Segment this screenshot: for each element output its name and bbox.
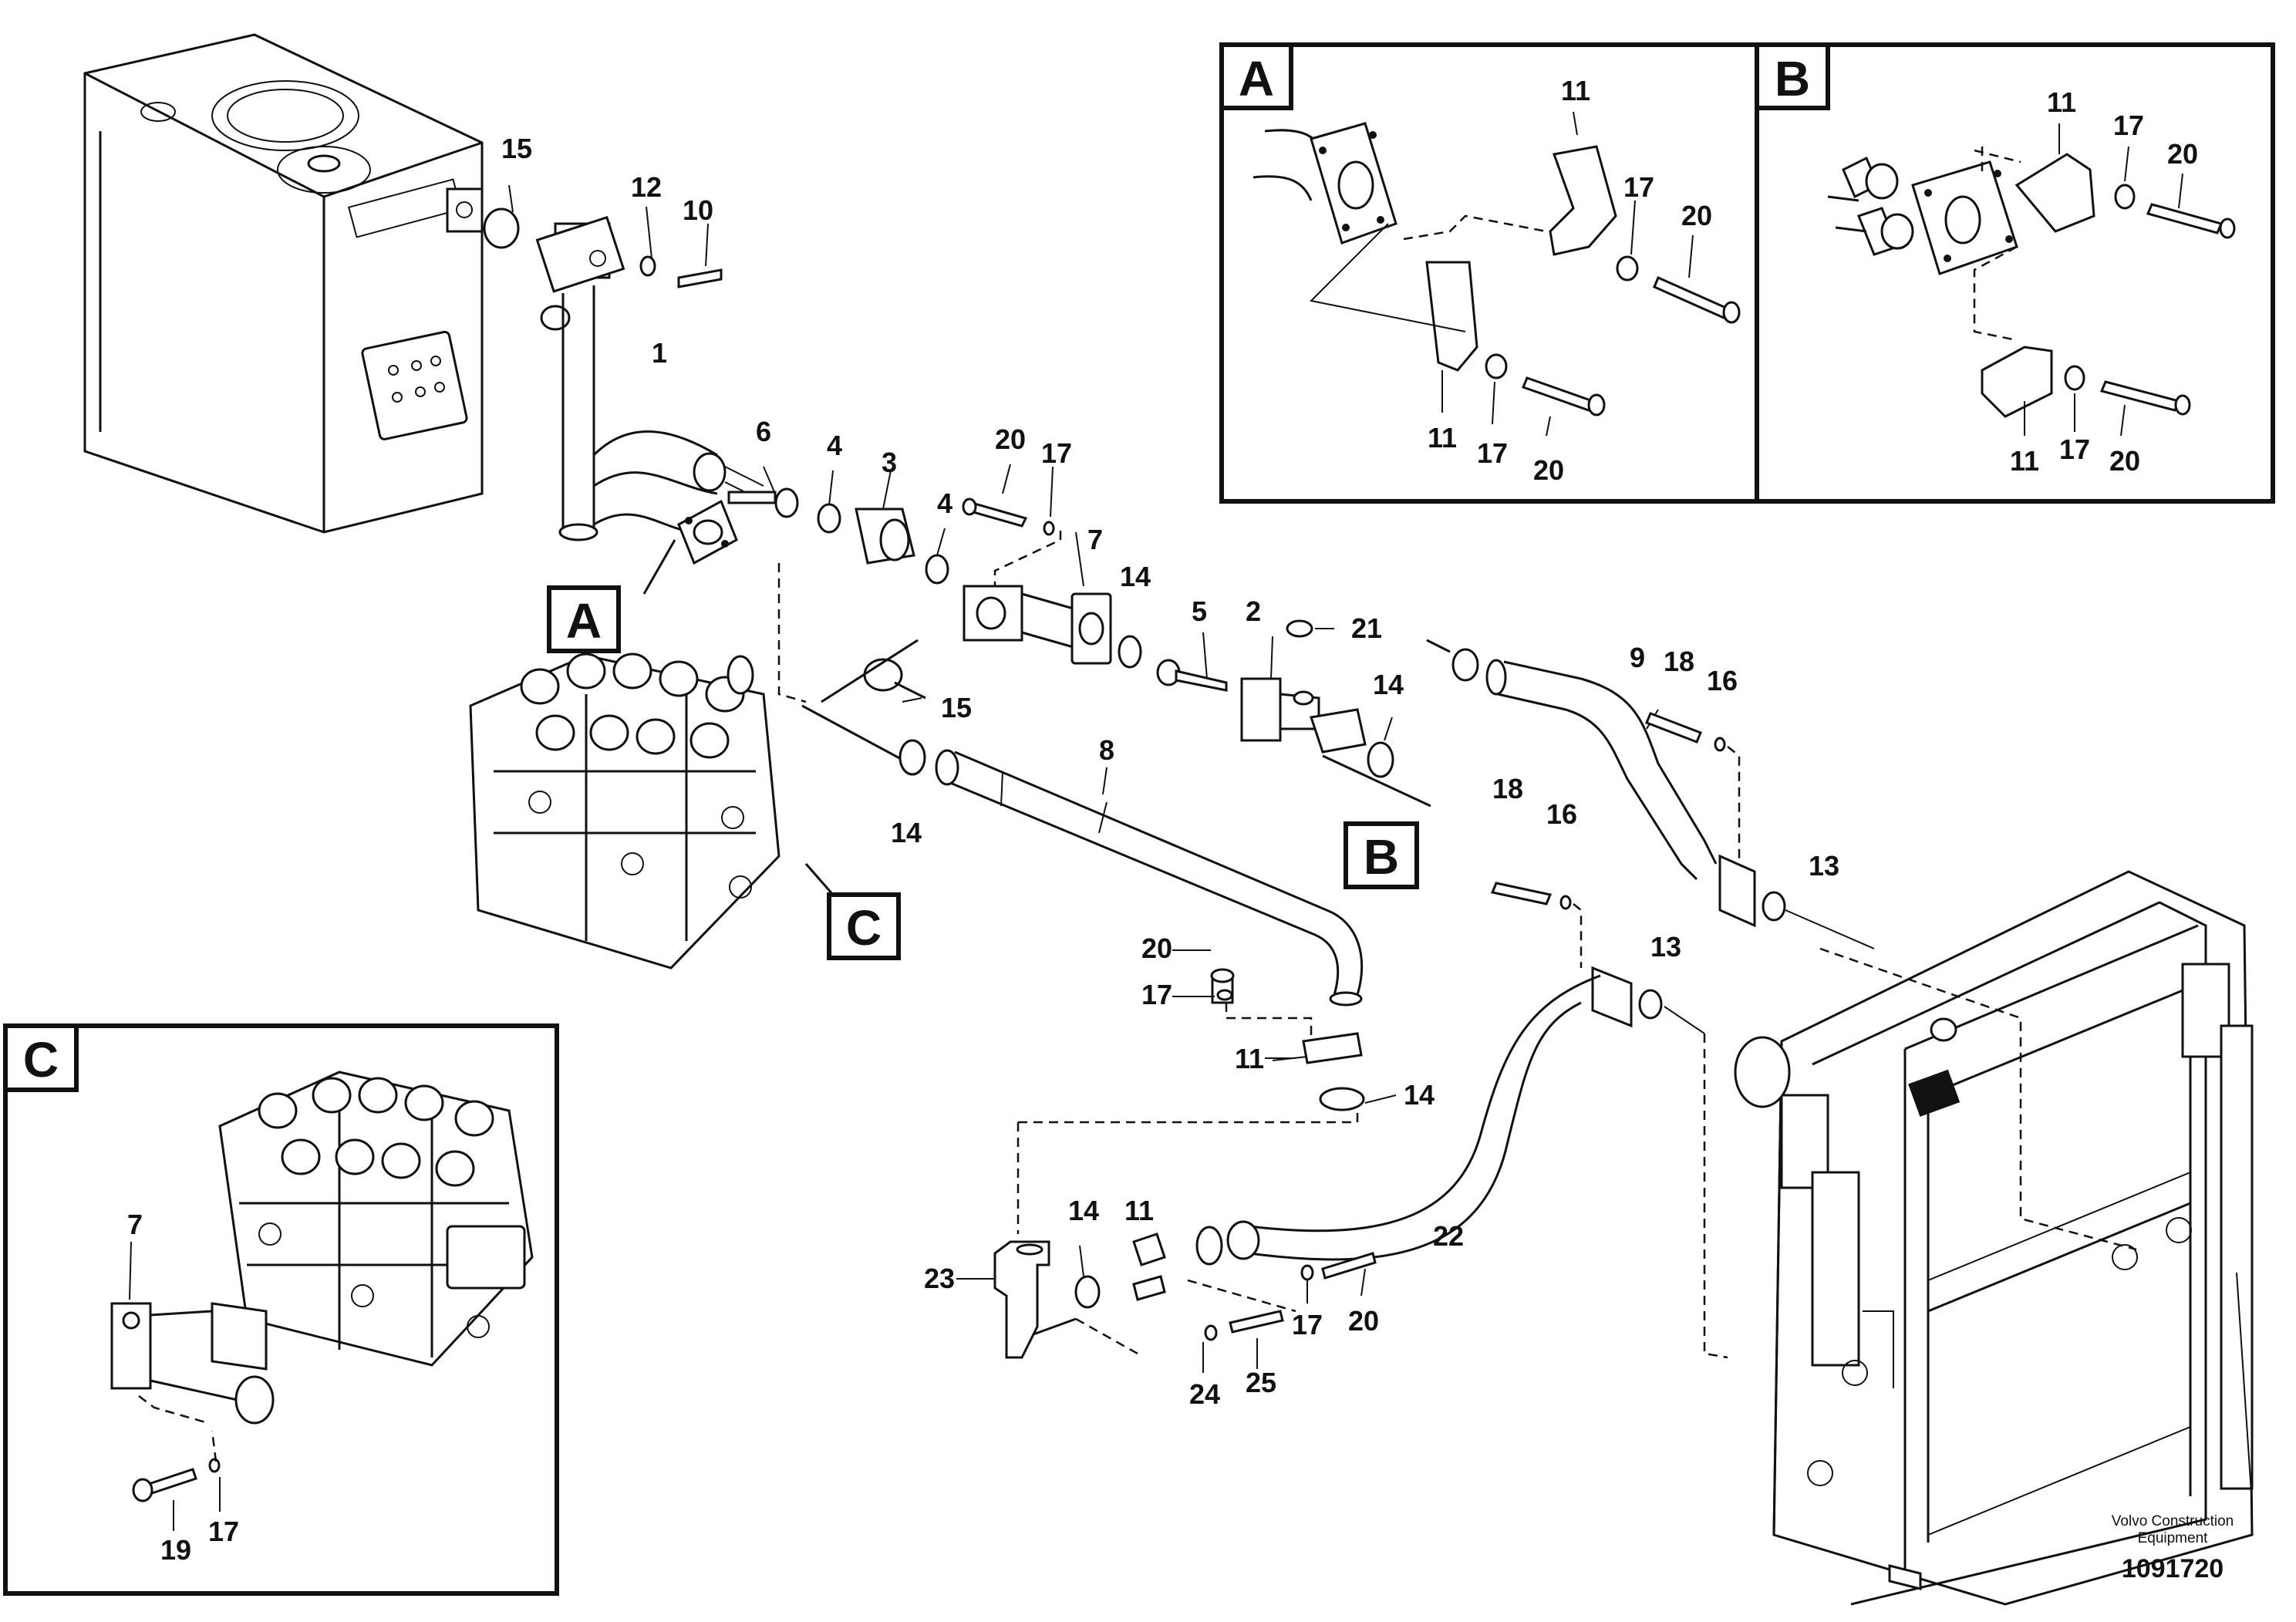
hose-9 <box>1426 639 1875 949</box>
hydraulic-tank <box>83 33 484 534</box>
pipe-assembly-top <box>483 184 764 541</box>
coupling-parts <box>727 466 949 585</box>
callout-14: 14 <box>1120 561 1151 592</box>
bracket-23 <box>993 1111 1377 1373</box>
callout-14: 14 <box>1373 669 1404 700</box>
detail-a: A <box>1219 42 1741 437</box>
reference-number: 1091720 <box>2122 1554 2224 1583</box>
callout-10: 10 <box>683 194 713 226</box>
callout-4: 4 <box>937 487 952 519</box>
callout-16: 16 <box>1546 798 1577 830</box>
callout-20: 20 <box>995 423 1026 455</box>
detail-a-callout-11-bot: 11 <box>1428 422 1457 454</box>
pointer-a-letter: A <box>566 593 602 649</box>
pointer-a: A <box>547 585 621 653</box>
detail-c: C <box>3 1023 559 1596</box>
detail-b-callout-17-top: 17 <box>2113 110 2144 141</box>
callout-20: 20 <box>1141 932 1172 964</box>
middle-components <box>821 619 1431 808</box>
callout-23: 23 <box>924 1263 955 1294</box>
detail-a-callout-20-top: 20 <box>1681 200 1712 231</box>
callout-17: 17 <box>1292 1309 1323 1340</box>
callout-6: 6 <box>756 416 771 447</box>
detail-a-callout-17-top: 17 <box>1623 171 1654 203</box>
detail-c-letter: C <box>23 1032 59 1088</box>
callout-25: 25 <box>1246 1367 1276 1398</box>
detail-a-callout-11-top: 11 <box>1561 75 1590 106</box>
flange-a <box>642 499 738 595</box>
callout-9: 9 <box>1630 642 1645 673</box>
callout-11: 11 <box>1124 1195 1154 1226</box>
detail-b: B <box>1755 42 2236 437</box>
detail-c-callout-7: 7 <box>127 1209 143 1240</box>
detail-b-callouts: 11 17 20 11 17 20 <box>2010 86 2198 477</box>
callout-5: 5 <box>1192 595 1207 627</box>
callout-17: 17 <box>1041 437 1072 469</box>
callout-18: 18 <box>1664 646 1694 677</box>
pointer-b-letter: B <box>1364 829 1399 885</box>
radiator <box>1734 870 2254 1606</box>
callout-24: 24 <box>1189 1378 1220 1410</box>
callout-20: 20 <box>1348 1305 1379 1337</box>
callout-17: 17 <box>1141 979 1172 1010</box>
detail-b-callout-11-top: 11 <box>2047 86 2076 118</box>
pointer-b: B <box>1344 821 1419 889</box>
detail-b-letter: B <box>1775 51 1810 106</box>
callout-11: 11 <box>1235 1043 1264 1074</box>
callout-2: 2 <box>1246 595 1261 627</box>
adapter-7 <box>777 531 1112 703</box>
bolt-20-top <box>962 464 1062 586</box>
detail-c-callout-19: 19 <box>160 1534 191 1566</box>
detail-b-callout-17-bot: 17 <box>2059 433 2090 465</box>
callout-7: 7 <box>1087 524 1103 555</box>
callout-14: 14 <box>1068 1195 1099 1226</box>
control-valve-main <box>469 653 834 969</box>
callout-13: 13 <box>1809 850 1839 882</box>
callout-14: 14 <box>891 817 922 848</box>
detail-c-callouts: 7 19 17 <box>127 1209 239 1566</box>
detail-panel-ab: A B <box>1219 42 2275 504</box>
pipe-8 <box>801 704 1364 1007</box>
clamp-middle <box>1210 968 1397 1111</box>
detail-a-letter: A <box>1239 51 1274 106</box>
company-name-line2: Equipment <box>2138 1530 2209 1546</box>
detail-c-callout-17: 17 <box>208 1516 239 1547</box>
detail-b-callout-11-bot: 11 <box>2010 445 2039 477</box>
callout-18: 18 <box>1492 773 1523 804</box>
callout-8: 8 <box>1099 734 1114 766</box>
callout-15: 15 <box>941 692 972 723</box>
company-name-line1: Volvo Construction <box>2112 1513 2234 1529</box>
detail-b-callout-20-bot: 20 <box>2109 445 2140 477</box>
callout-1: 1 <box>652 337 667 369</box>
pointer-c: C <box>827 892 901 960</box>
hose-22 <box>1195 882 1728 1359</box>
callout-14: 14 <box>1404 1079 1435 1111</box>
callout-16: 16 <box>1707 665 1738 696</box>
callout-labels: 15 12 10 1 6 4 3 4 20 17 7 14 5 2 21 14 … <box>501 133 1839 1410</box>
footer: Volvo Construction Equipment 1091720 <box>2112 1513 2234 1583</box>
detail-a-callout-17-bot: 17 <box>1477 437 1508 469</box>
detail-b-callout-20-top: 20 <box>2167 138 2198 170</box>
callout-21: 21 <box>1351 612 1382 644</box>
callout-12: 12 <box>631 171 662 203</box>
callout-15: 15 <box>501 133 532 164</box>
pointer-c-letter: C <box>846 900 882 956</box>
callout-13: 13 <box>1650 931 1681 963</box>
callout-22: 22 <box>1433 1220 1464 1252</box>
callout-3: 3 <box>882 447 897 478</box>
callout-4: 4 <box>827 430 842 461</box>
detail-a-callouts: 11 17 20 11 17 20 <box>1428 75 1712 486</box>
detail-a-callout-20-bot: 20 <box>1533 454 1564 486</box>
